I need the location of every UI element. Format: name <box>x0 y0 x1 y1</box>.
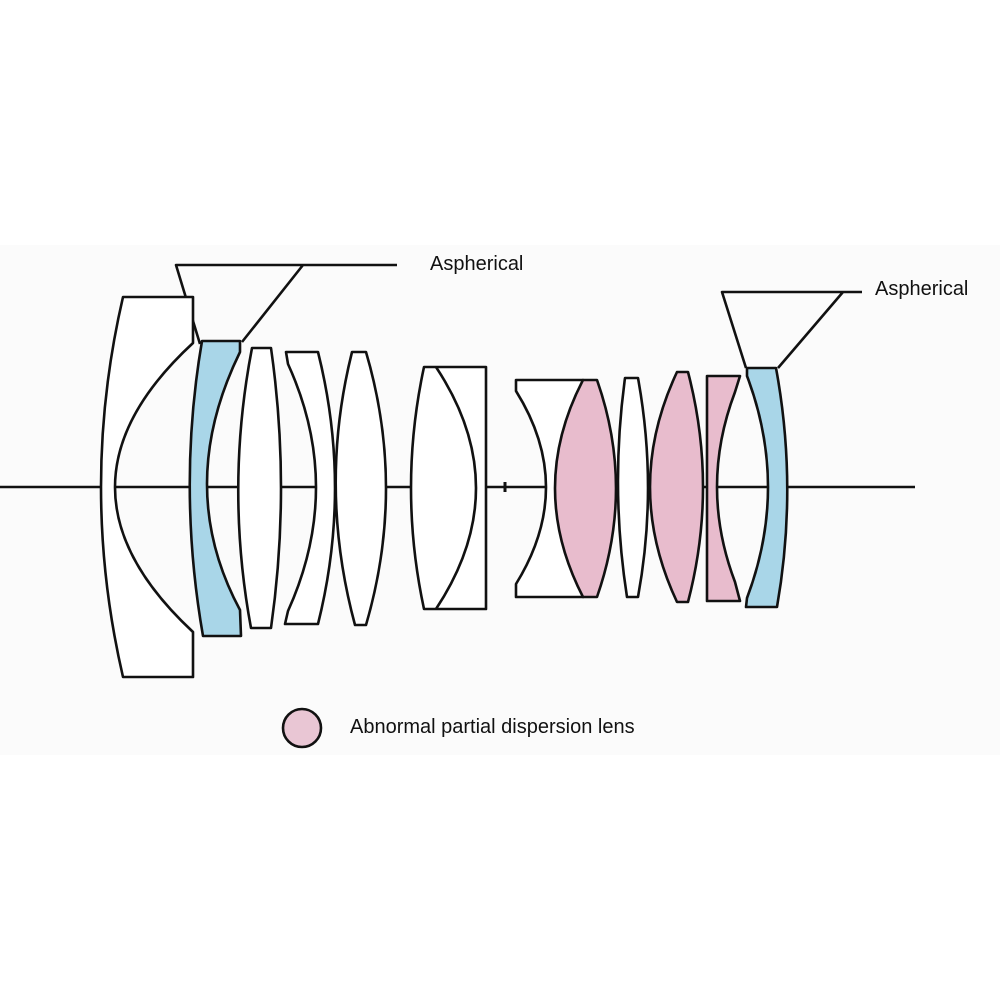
aspherical-label-front: Aspherical <box>430 253 524 275</box>
lens-element-6-cemented-surface <box>434 366 478 610</box>
aspherical-leader-front <box>174 263 397 345</box>
legend-swatch-abnormal-dispersion <box>281 707 323 749</box>
lens-element-11-abnormal-dispersion <box>705 374 742 603</box>
lens-element-8-abnormal-dispersion <box>553 378 618 599</box>
lens-element-10-abnormal-dispersion <box>648 370 705 604</box>
legend-label: Abnormal partial dispersion lens <box>350 716 635 738</box>
lens-element-5 <box>334 350 388 627</box>
aspherical-label-rear: Aspherical <box>875 278 969 300</box>
lens-element-2-aspherical <box>188 339 243 638</box>
lens-element-4 <box>283 350 337 626</box>
lens-element-3 <box>236 346 283 630</box>
lens-element-9 <box>616 376 650 599</box>
lens-element-1 <box>99 295 195 679</box>
aspherical-leader-rear <box>720 290 862 369</box>
lens-element-12-aspherical <box>744 366 789 609</box>
